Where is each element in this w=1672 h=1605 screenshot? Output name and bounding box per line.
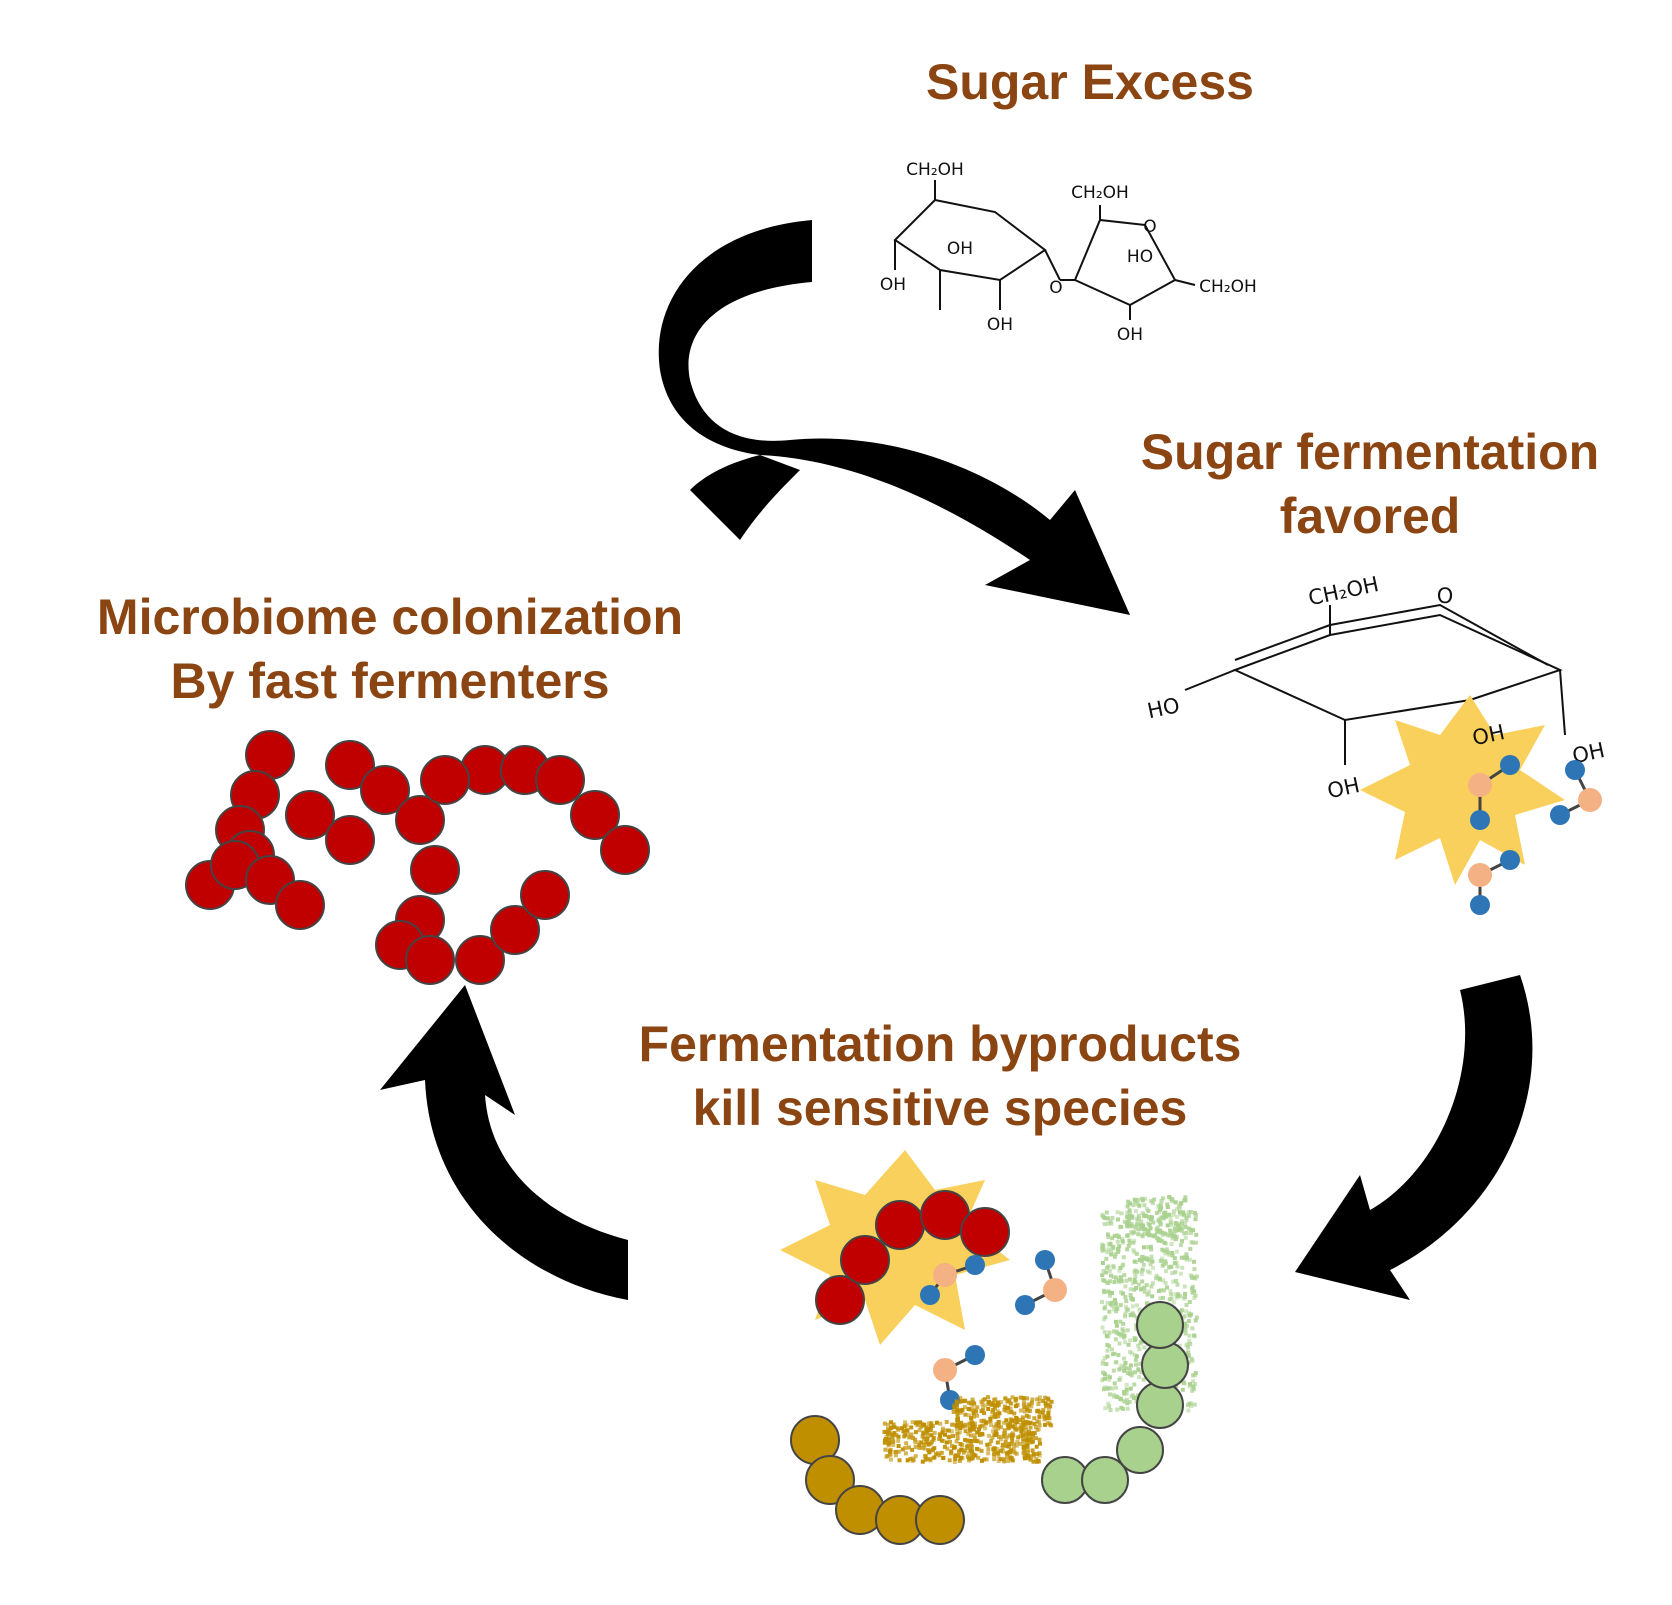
fast-fermenter-chain-bottom: [815, 1190, 1010, 1325]
glucose-ho: HO: [1145, 693, 1182, 723]
cycle-arrows: [380, 220, 1533, 1300]
label-sugar-excess-text: Sugar Excess: [926, 54, 1254, 110]
ochre-species-cell: [805, 1455, 855, 1505]
fast-fermenter-cell: [875, 1200, 925, 1250]
glucose-molecule: [1184, 603, 1566, 765]
ochre-species-cell: [915, 1495, 965, 1545]
curved-arrow-top-tail: [690, 455, 800, 540]
fast-fermenter-cell: [490, 905, 540, 955]
fast-fermenter-cell: [360, 765, 410, 815]
label-sugar-fermentation-line1: Sugar fermentation: [1140, 424, 1600, 480]
label-sugar-excess: Sugar Excess: [880, 50, 1300, 114]
fast-fermenter-cluster: [185, 730, 650, 985]
green-species-cell: [1141, 1341, 1189, 1389]
sucrose-fructose-ch2oh-top: CH₂OH: [1071, 183, 1129, 203]
label-fermentation-byproducts-line1: Fermentation byproducts: [638, 1016, 1242, 1072]
fast-fermenter-cell: [405, 935, 455, 985]
label-sugar-fermentation-line2: favored: [1279, 488, 1461, 544]
curved-arrow-right: [1295, 975, 1533, 1300]
byproduct-molecule-icon: [920, 1255, 985, 1305]
starburst-icon: [1360, 695, 1565, 885]
label-microbiome-colonization-line2: By fast fermenters: [170, 653, 610, 709]
fast-fermenter-cell: [410, 845, 460, 895]
glucose-ch2oh: CH₂OH: [1306, 572, 1381, 610]
fast-fermenter-cell: [395, 795, 445, 845]
sucrose-fructose-oh: OH: [1117, 325, 1143, 345]
fast-fermenter-cell: [325, 815, 375, 865]
fast-fermenter-cell: [285, 790, 335, 840]
sucrose-glucose-ch2oh: CH₂OH: [906, 160, 964, 180]
fast-fermenter-cell: [520, 870, 570, 920]
fast-fermenter-cell: [325, 740, 375, 790]
byproduct-molecules-right: [1468, 755, 1602, 915]
green-species-cell: [1081, 1456, 1129, 1504]
byproduct-molecule-icon: [1550, 760, 1602, 825]
glucose-labels: CH₂OH O HO OH OH OH: [1145, 572, 1607, 803]
label-microbiome-colonization-line1: Microbiome colonization: [96, 589, 684, 645]
fast-fermenter-cell: [600, 825, 650, 875]
sucrose-glucose-oh-inner: OH: [947, 239, 973, 259]
curved-arrow-top: [658, 220, 1130, 615]
fast-fermenter-cell: [815, 1275, 865, 1325]
label-microbiome-colonization: Microbiome colonization By fast fermente…: [30, 585, 750, 713]
fast-fermenter-cell: [570, 790, 620, 840]
sucrose-linkage-o: O: [1049, 278, 1062, 298]
fast-fermenter-cell: [455, 935, 505, 985]
sucrose-fructose-ring-o: O: [1143, 217, 1156, 237]
green-species-cell: [1136, 1381, 1184, 1429]
byproduct-molecule-icon: [1468, 850, 1520, 915]
label-sugar-fermentation: Sugar fermentation favored: [1090, 420, 1650, 548]
sucrose-fructose-ho: HO: [1127, 247, 1153, 267]
sucrose-glucose-oh-bottom: OH: [987, 315, 1013, 335]
sucrose-molecule: [893, 180, 1196, 320]
byproduct-molecule-icon: [1015, 1250, 1067, 1315]
label-fermentation-byproducts-line2: kill sensitive species: [692, 1080, 1188, 1136]
glucose-oh-bottom: OH: [1325, 773, 1362, 803]
fast-fermenter-cell: [420, 755, 470, 805]
byproduct-molecules-bottom: [920, 1250, 1067, 1410]
fast-fermenter-cell: [535, 755, 585, 805]
glucose-ring-o: O: [1437, 584, 1454, 608]
sucrose-fructose-ch2oh-right: CH₂OH: [1199, 277, 1257, 297]
sucrose-glucose-oh-left: OH: [880, 275, 906, 295]
green-species-cell: [1116, 1426, 1164, 1474]
green-species-chain: [1041, 1301, 1189, 1504]
byproduct-molecule-icon: [1468, 755, 1520, 830]
byproduct-molecule-icon: [933, 1345, 985, 1410]
label-fermentation-byproducts: Fermentation byproducts kill sensitive s…: [560, 1012, 1320, 1140]
ochre-species-chain: [790, 1415, 965, 1545]
green-species-cell: [1136, 1301, 1184, 1349]
fast-fermenter-cell: [840, 1235, 890, 1285]
fast-fermenter-cell: [960, 1207, 1010, 1257]
sucrose-labels: CH₂OH OH OH OH O CH₂OH HO CH₂OH OH O: [880, 160, 1257, 345]
dispersed-ochre-species: [882, 1395, 1054, 1464]
fast-fermenter-cell: [275, 880, 325, 930]
curved-arrow-left: [380, 985, 628, 1300]
